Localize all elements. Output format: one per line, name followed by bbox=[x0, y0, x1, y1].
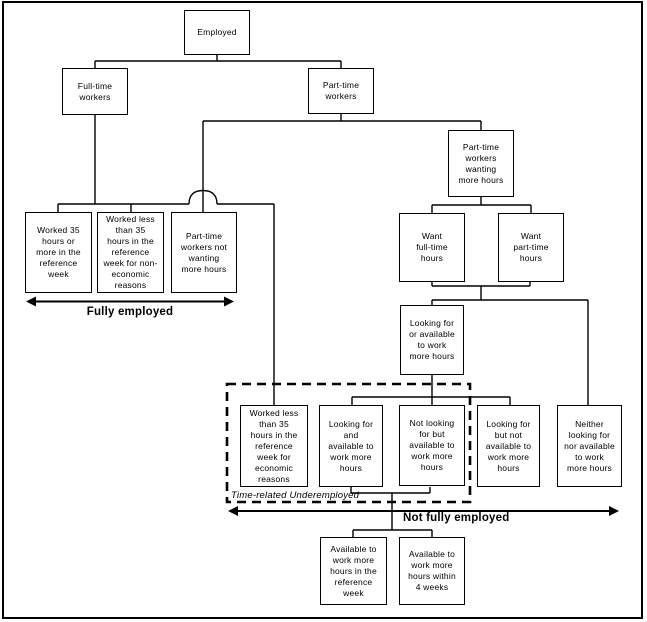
label-fully-employed: Fully employed bbox=[86, 306, 174, 318]
node-employed: Employed bbox=[184, 10, 250, 55]
line-hop-arc bbox=[188, 189, 218, 205]
arrowhead-left-icon bbox=[228, 506, 238, 516]
node-full-time-workers: Full-time workers bbox=[62, 68, 128, 115]
node-available-4-weeks: Available to work more hours within 4 we… bbox=[399, 537, 465, 605]
node-part-time-workers: Part-time workers bbox=[308, 68, 374, 114]
node-not-looking-but-available: Not looking for but available to work mo… bbox=[399, 405, 465, 486]
node-looking-but-not-available: Looking for but not available to work mo… bbox=[477, 405, 540, 487]
node-neither-looking-nor-available: Neither looking for nor available to wor… bbox=[557, 405, 622, 487]
label-not-fully-employed: Not fully employed bbox=[403, 512, 510, 524]
node-want-part-time-hours: Want part-time hours bbox=[498, 213, 564, 282]
node-worked-less-non-economic: Worked less than 35 hours in the referen… bbox=[97, 212, 164, 293]
arrowhead-right-icon bbox=[609, 506, 619, 516]
node-want-full-time-hours: Want full-time hours bbox=[399, 213, 465, 282]
time-related-underemployed-dashed-box bbox=[225, 382, 472, 504]
node-looking-or-available: Looking for or available to work more ho… bbox=[400, 305, 464, 375]
node-available-reference-week: Available to work more hours in the refe… bbox=[320, 537, 387, 605]
arrowhead-left-icon bbox=[26, 296, 36, 307]
label-time-related-underemployed: Time-related Underemployed bbox=[231, 490, 360, 501]
node-looking-and-available: Looking for and available to work more h… bbox=[319, 405, 383, 487]
node-worked-less-economic: Worked less than 35 hours in the referen… bbox=[240, 405, 308, 487]
fully-employed-arrow bbox=[26, 296, 234, 307]
node-pt-workers-not-wanting: Part-time workers not wanting more hours bbox=[171, 212, 237, 293]
not-fully-employed-arrow bbox=[228, 506, 619, 516]
arrowhead-right-icon bbox=[224, 296, 234, 307]
node-pt-workers-wanting: Part-time workers wanting more hours bbox=[448, 130, 514, 197]
node-worked-35-or-more: Worked 35 hours or more in the reference… bbox=[25, 212, 92, 293]
